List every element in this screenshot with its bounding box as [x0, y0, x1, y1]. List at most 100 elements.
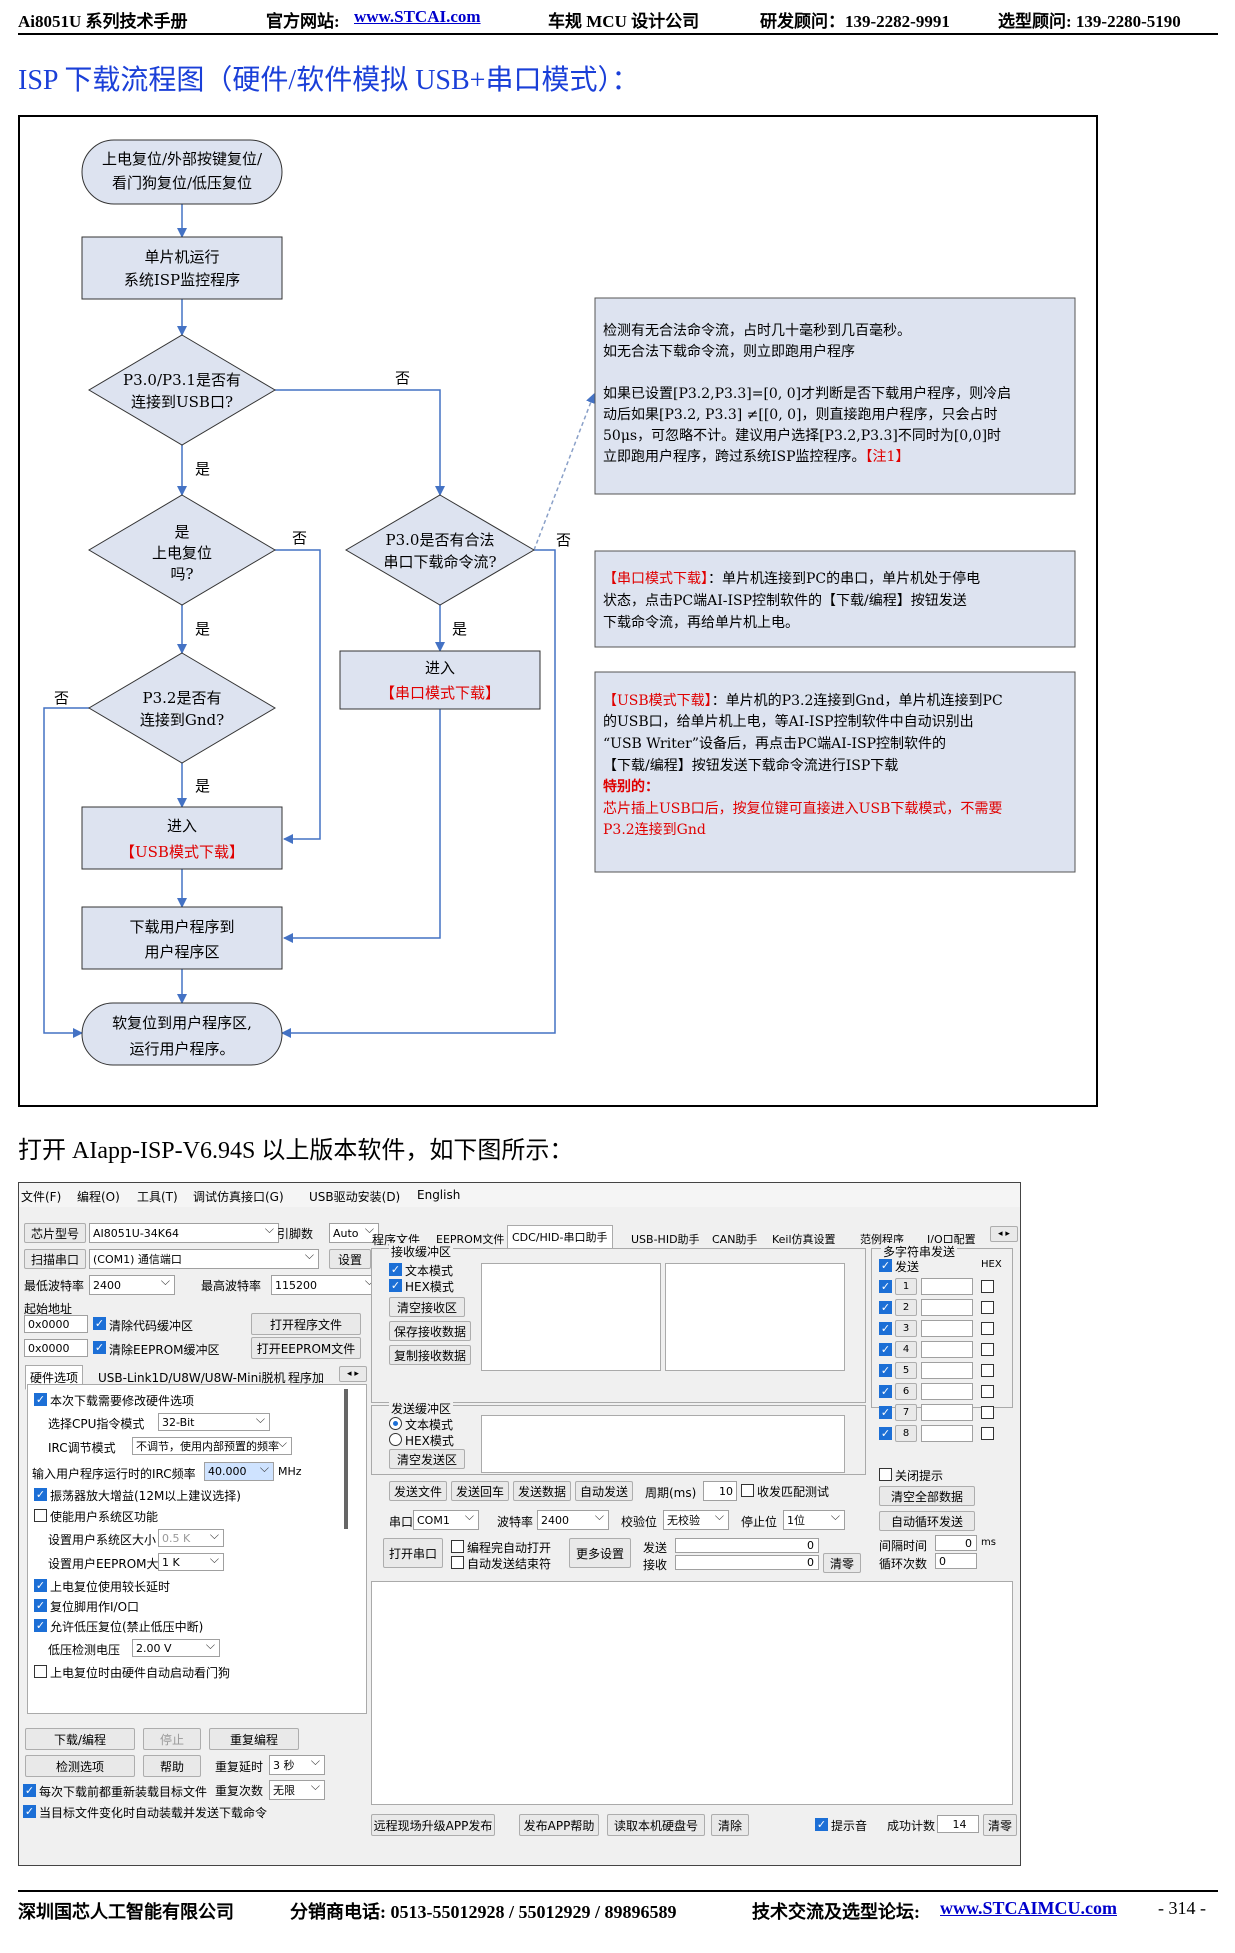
pin-count-select[interactable]: Auto	[329, 1223, 379, 1243]
lvd-select[interactable]: 2.00 V	[132, 1639, 220, 1657]
read-disk-button[interactable]: 读取本机硬盘号	[607, 1814, 705, 1836]
send-text-area[interactable]	[481, 1415, 845, 1473]
multi-row-hex-checkbox[interactable]	[981, 1280, 994, 1293]
receive-text-area[interactable]	[481, 1263, 661, 1371]
multi-row-checkbox[interactable]	[879, 1280, 892, 1293]
clear-eeprom-checkbox[interactable]	[93, 1341, 106, 1354]
remote-upgrade-button[interactable]: 远程现场升级APP发布	[371, 1814, 495, 1836]
send-hex-radio[interactable]	[389, 1433, 402, 1446]
clear-receive-button[interactable]: 清空接收区	[389, 1297, 465, 1317]
multi-row-send-button[interactable]: 5	[895, 1362, 917, 1379]
tab-usb-hid[interactable]: USB-HID助手	[631, 1233, 700, 1246]
baud-select[interactable]: 2400	[537, 1510, 609, 1530]
wdt-checkbox[interactable]	[34, 1665, 47, 1678]
auto-open-checkbox[interactable]	[451, 1540, 464, 1553]
tab-program-encrypt[interactable]: 程序加	[288, 1371, 325, 1385]
multi-row-send-button[interactable]: 4	[895, 1341, 917, 1358]
stop-button[interactable]: 停止	[143, 1728, 201, 1750]
auto-end-checkbox[interactable]	[451, 1556, 464, 1569]
check-options-button[interactable]: 检测选项	[25, 1755, 135, 1777]
multi-row-send-button[interactable]: 7	[895, 1404, 917, 1421]
multi-row-send-button[interactable]: 8	[895, 1425, 917, 1442]
reset-io-checkbox[interactable]	[34, 1599, 47, 1612]
multi-row-input[interactable]	[921, 1320, 973, 1337]
clear-code-checkbox[interactable]	[93, 1317, 106, 1330]
multi-row-hex-checkbox[interactable]	[981, 1427, 994, 1440]
scan-port-button[interactable]: 扫描串口	[24, 1249, 86, 1269]
site-link[interactable]: www.STCAI.com	[354, 7, 481, 26]
tab-scroll-arrows[interactable]: ◂ ▸	[339, 1366, 367, 1382]
right-tab-scroll[interactable]: ◂ ▸	[990, 1226, 1018, 1242]
setup-button[interactable]: 设置	[329, 1249, 371, 1269]
max-baud-select[interactable]: 115200	[271, 1275, 379, 1295]
port-select[interactable]: (COM1) 通信端口	[89, 1249, 319, 1269]
auto-send-button[interactable]: 自动发送	[575, 1481, 633, 1501]
multi-row-checkbox[interactable]	[879, 1427, 892, 1440]
repeat-count-select[interactable]: 无限	[269, 1780, 325, 1800]
tab-keil[interactable]: Keil仿真设置	[772, 1233, 836, 1246]
tab-eeprom-file[interactable]: EEPROM文件	[436, 1233, 505, 1246]
clear-all-button[interactable]: 清空全部数据	[879, 1486, 975, 1506]
period-input[interactable]: 10	[703, 1481, 737, 1501]
auto-reload-checkbox[interactable]	[23, 1805, 36, 1818]
multi-row-checkbox[interactable]	[879, 1364, 892, 1377]
open-eeprom-button[interactable]: 打开EEPROM文件	[251, 1337, 361, 1359]
recv-hex-checkbox[interactable]	[389, 1279, 402, 1292]
repeat-delay-select[interactable]: 3 秒	[269, 1755, 325, 1775]
multi-row-input[interactable]	[921, 1341, 973, 1358]
multi-row-send-button[interactable]: 1	[895, 1278, 917, 1295]
multi-row-input[interactable]	[921, 1362, 973, 1379]
user-sys-size-select[interactable]: 0.5 K	[158, 1529, 224, 1547]
min-baud-select[interactable]: 2400	[89, 1275, 175, 1295]
multi-row-send-button[interactable]: 6	[895, 1383, 917, 1400]
multi-row-hex-checkbox[interactable]	[981, 1343, 994, 1356]
tab-examples[interactable]: 范例程序	[860, 1233, 904, 1246]
chip-model-select[interactable]: AI8051U-34K64	[89, 1223, 279, 1243]
recv-text-checkbox[interactable]	[389, 1263, 402, 1276]
cpu-mode-select[interactable]: 32-Bit	[158, 1413, 270, 1431]
clear-send-button[interactable]: 清空发送区	[389, 1449, 465, 1469]
clear-count-button[interactable]: 清零	[823, 1553, 861, 1573]
receive-hex-area[interactable]	[665, 1263, 845, 1371]
multi-row-checkbox[interactable]	[879, 1343, 892, 1356]
eeprom-addr-input[interactable]: 0x0000	[24, 1339, 88, 1357]
multi-row-checkbox[interactable]	[879, 1385, 892, 1398]
copy-receive-button[interactable]: 复制接收数据	[389, 1345, 471, 1365]
chip-model-label[interactable]: 芯片型号	[24, 1223, 86, 1243]
options-scrollbar[interactable]	[344, 1389, 348, 1529]
clear-log-button[interactable]: 清除	[711, 1814, 749, 1836]
parity-select[interactable]: 无校验	[663, 1510, 729, 1530]
help-button[interactable]: 帮助	[143, 1755, 201, 1777]
reload-each-checkbox[interactable]	[23, 1784, 36, 1797]
menu-file[interactable]: 文件(F)	[21, 1190, 62, 1204]
multi-row-hex-checkbox[interactable]	[981, 1406, 994, 1419]
send-text-radio[interactable]	[389, 1417, 402, 1430]
code-addr-input[interactable]: 0x0000	[24, 1315, 88, 1333]
send-data-button[interactable]: 发送数据	[513, 1481, 571, 1501]
irc-freq-input[interactable]: 40.000	[204, 1462, 274, 1481]
irc-mode-select[interactable]: 不调节，使用内部预置的频率	[132, 1437, 292, 1455]
multi-row-send-button[interactable]: 2	[895, 1299, 917, 1316]
long-delay-checkbox[interactable]	[34, 1579, 47, 1592]
multi-row-input[interactable]	[921, 1425, 973, 1442]
interval-input[interactable]: 0	[935, 1535, 977, 1551]
multi-row-input[interactable]	[921, 1299, 973, 1316]
osc-gain-checkbox[interactable]	[34, 1488, 47, 1501]
tone-checkbox[interactable]	[815, 1818, 828, 1831]
output-log-area[interactable]	[371, 1581, 1013, 1805]
match-test-checkbox[interactable]	[741, 1484, 754, 1497]
multi-row-hex-checkbox[interactable]	[981, 1364, 994, 1377]
multi-row-hex-checkbox[interactable]	[981, 1322, 994, 1335]
send-file-button[interactable]: 发送文件	[389, 1481, 447, 1501]
open-program-button[interactable]: 打开程序文件	[251, 1313, 361, 1335]
tab-io-config[interactable]: I/O口配置	[927, 1233, 976, 1246]
tab-cdc-serial[interactable]: CDC/HID-串口助手	[507, 1225, 613, 1249]
eeprom-size-select[interactable]: 1 K	[158, 1553, 224, 1571]
publish-help-button[interactable]: 发布APP帮助	[519, 1814, 599, 1836]
more-settings-button[interactable]: 更多设置	[569, 1538, 631, 1568]
multi-row-checkbox[interactable]	[879, 1301, 892, 1314]
loop-count-input[interactable]: 0	[935, 1553, 977, 1569]
download-program-button[interactable]: 下载/编程	[25, 1728, 135, 1750]
menu-debug[interactable]: 调试仿真接口(G)	[193, 1190, 284, 1204]
multi-send-checkbox[interactable]	[879, 1259, 892, 1272]
